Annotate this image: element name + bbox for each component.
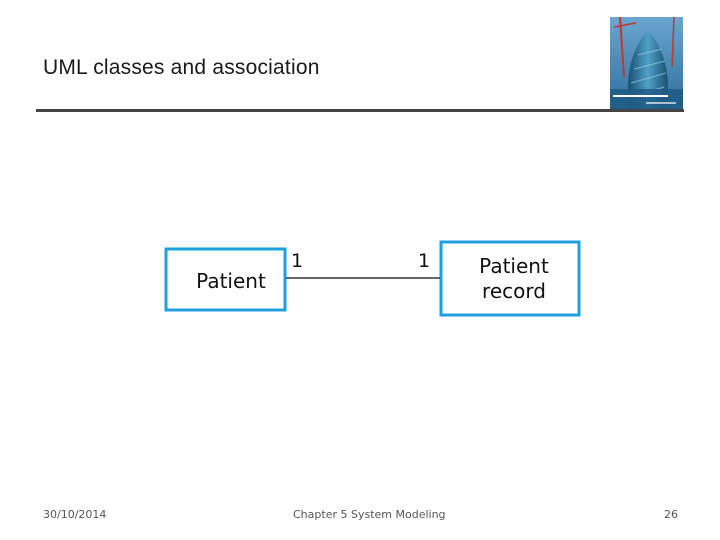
class-name-patient: Patient (196, 269, 266, 293)
title-divider (36, 109, 684, 112)
book-cover-image (610, 17, 683, 109)
multiplicity-patient-record: 1 (418, 250, 430, 272)
multiplicity-patient: 1 (291, 250, 303, 272)
footer-page-number: 26 (664, 508, 678, 521)
class-box-patient-record (439, 240, 581, 317)
slide-title: UML classes and association (43, 56, 320, 79)
footer-chapter: Chapter 5 System Modeling (293, 508, 446, 521)
class-name-patient-record-line2: record (482, 279, 546, 303)
footer-date: 30/10/2014 (43, 508, 107, 521)
class-box-patient (164, 247, 287, 312)
class-name-patient-record-line1: Patient (479, 254, 549, 278)
